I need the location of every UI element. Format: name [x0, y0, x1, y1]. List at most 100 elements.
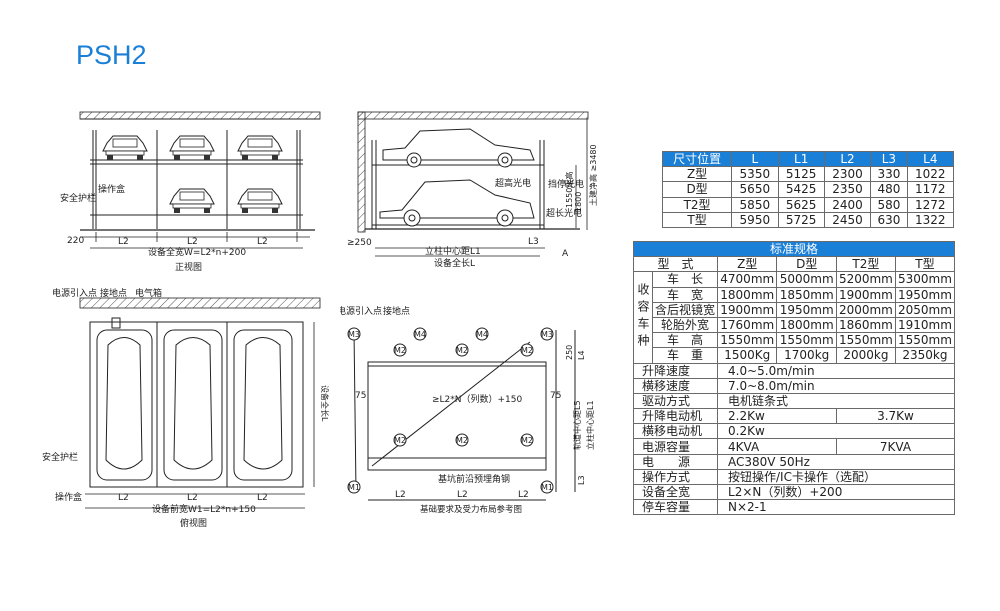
fnd-m2-f: M2 — [521, 436, 533, 445]
value-cell: 330 — [870, 166, 908, 183]
spec-value: 2000mm — [835, 301, 896, 318]
table-row: 电 源 AC380V 50Hz — [632, 453, 955, 470]
fnd-l2-3: L2 — [518, 490, 529, 500]
model-cell: Z型 — [661, 166, 733, 183]
fnd-75-right: 75 — [550, 391, 561, 401]
side-stopper: 挡停光电 — [548, 178, 584, 190]
table-row: 驱动方式 电机链条式 — [632, 392, 955, 410]
value-cell: 5650 — [731, 181, 779, 198]
spec-value: 1800mm — [717, 286, 778, 303]
model-name: D型 — [776, 256, 837, 273]
model-header: 型 式 — [632, 256, 719, 273]
side-over-long: 超长光电 — [546, 207, 582, 219]
fnd-m3-left: M3 — [348, 330, 360, 339]
spec-label: 升降速度 — [632, 362, 719, 379]
table-row: 横移电动机 0.2Kw — [632, 423, 955, 440]
fnd-l3: L3 — [577, 475, 586, 485]
spec-value: 1550mm — [894, 332, 956, 349]
table-row: 停车容量 N×2-1 — [632, 499, 955, 516]
front-l2-1: L2 — [118, 237, 129, 247]
model-name: T2型 — [835, 256, 896, 273]
fnd-m4-left: M4 — [414, 330, 426, 339]
table-row: 操作方式 按钮操作/IC卡操作（选配） — [632, 468, 955, 486]
spec-label: 停车容量 — [632, 499, 719, 516]
top-l2-2: L2 — [187, 493, 198, 503]
value-cell: 5425 — [777, 181, 825, 198]
spec-value: 1910mm — [894, 316, 956, 334]
spec-title: 标准规格 — [633, 240, 955, 258]
fnd-l2-1: L2 — [395, 490, 406, 500]
value-cell: 2400 — [823, 196, 872, 213]
top-l2-3: L2 — [257, 493, 268, 503]
spec-value: 4KVA — [717, 438, 837, 455]
spec-label: 车 宽 — [651, 286, 719, 303]
fnd-m1-right: M1 — [541, 483, 553, 492]
value-cell: 5125 — [777, 166, 825, 183]
front-opbox-label: 操作盒 — [98, 183, 125, 195]
spec-label: 车 重 — [651, 347, 719, 364]
value-cell: 2450 — [823, 211, 872, 228]
side-h1550: 1550限高 — [564, 172, 574, 208]
spec-value: 7KVA — [835, 438, 956, 455]
value-cell: 2350 — [823, 181, 872, 198]
table-row: 升降速度 4.0~5.0m/min — [632, 362, 955, 379]
value-cell: 1172 — [906, 181, 955, 198]
fnd-power: 电源引入点 — [340, 305, 382, 317]
front-guard-label: 安全护栏 — [60, 192, 96, 204]
spec-label: 设备全宽 — [632, 483, 719, 501]
spec-label: 横移速度 — [632, 377, 719, 394]
fnd-ground: 接地点 — [383, 305, 410, 317]
side-over-high: 超高光电 — [495, 177, 531, 189]
dim-header-cell: L3 — [870, 150, 908, 168]
spec-value: 1550mm — [717, 332, 778, 349]
dim-header-cell: L2 — [823, 150, 872, 168]
value-cell: 5725 — [777, 211, 825, 228]
spec-value: 2050mm — [894, 301, 956, 318]
spec-value: 1850mm — [776, 286, 837, 303]
value-cell: 1322 — [906, 211, 955, 228]
table-row: 电源容量 4KVA 7KVA — [632, 438, 956, 455]
value-cell: 5625 — [777, 196, 825, 213]
page-title: PSH2 — [76, 40, 147, 70]
value-cell: 630 — [870, 211, 908, 228]
spec-model-row: 型 式 Z型 D型 T2型 T型 — [632, 256, 956, 273]
fnd-m4-right: M4 — [476, 330, 488, 339]
value-cell: 1272 — [906, 196, 955, 213]
front-total-width: 设备全宽W=L2*n+200 — [148, 246, 246, 258]
spec-value: 1950mm — [776, 301, 837, 318]
spec-value: 0.2Kw — [717, 423, 955, 440]
pallet-icon — [96, 329, 293, 481]
fnd-column: 立柱中心距L1 — [585, 400, 595, 450]
table-row: 设备全宽 L2×N（列数）+200 — [632, 483, 955, 501]
spec-label: 操作方式 — [632, 468, 719, 486]
fnd-rail: 轨道中心距L5 — [572, 400, 582, 450]
top-guard-label: 安全护栏 — [42, 451, 78, 463]
dim-header-cell: L1 — [777, 150, 825, 168]
foundation-drawing: 电源引入点 接地点 M3 M4 M4 M3 M2 M2 M2 M2 M2 M2 … — [340, 305, 595, 515]
side-h-total: 土建净高 ≥3480 — [588, 144, 598, 206]
fnd-m1-left: M1 — [348, 483, 360, 492]
value-cell: 1022 — [906, 166, 955, 183]
spec-value: 1550mm — [835, 332, 896, 349]
top-ground-label: 接地点 — [100, 287, 127, 299]
spec-value: 电机链条式 — [717, 392, 955, 410]
side-center: 立柱中心距L1 — [425, 245, 481, 257]
car-icon — [379, 128, 535, 227]
fnd-pit: 基坑前沿预埋角钢 — [438, 473, 510, 485]
model-name: T型 — [894, 256, 956, 273]
spec-title-row: 标准规格 — [633, 240, 955, 258]
value-cell: 5350 — [731, 166, 779, 183]
fnd-l4: L4 — [577, 350, 586, 360]
top-opbox-label: 操作盒 — [55, 491, 82, 503]
spec-label: 电 源 — [632, 453, 719, 470]
spec-value: L2×N（列数）+200 — [717, 483, 955, 501]
fnd-250: 250 — [565, 345, 574, 360]
